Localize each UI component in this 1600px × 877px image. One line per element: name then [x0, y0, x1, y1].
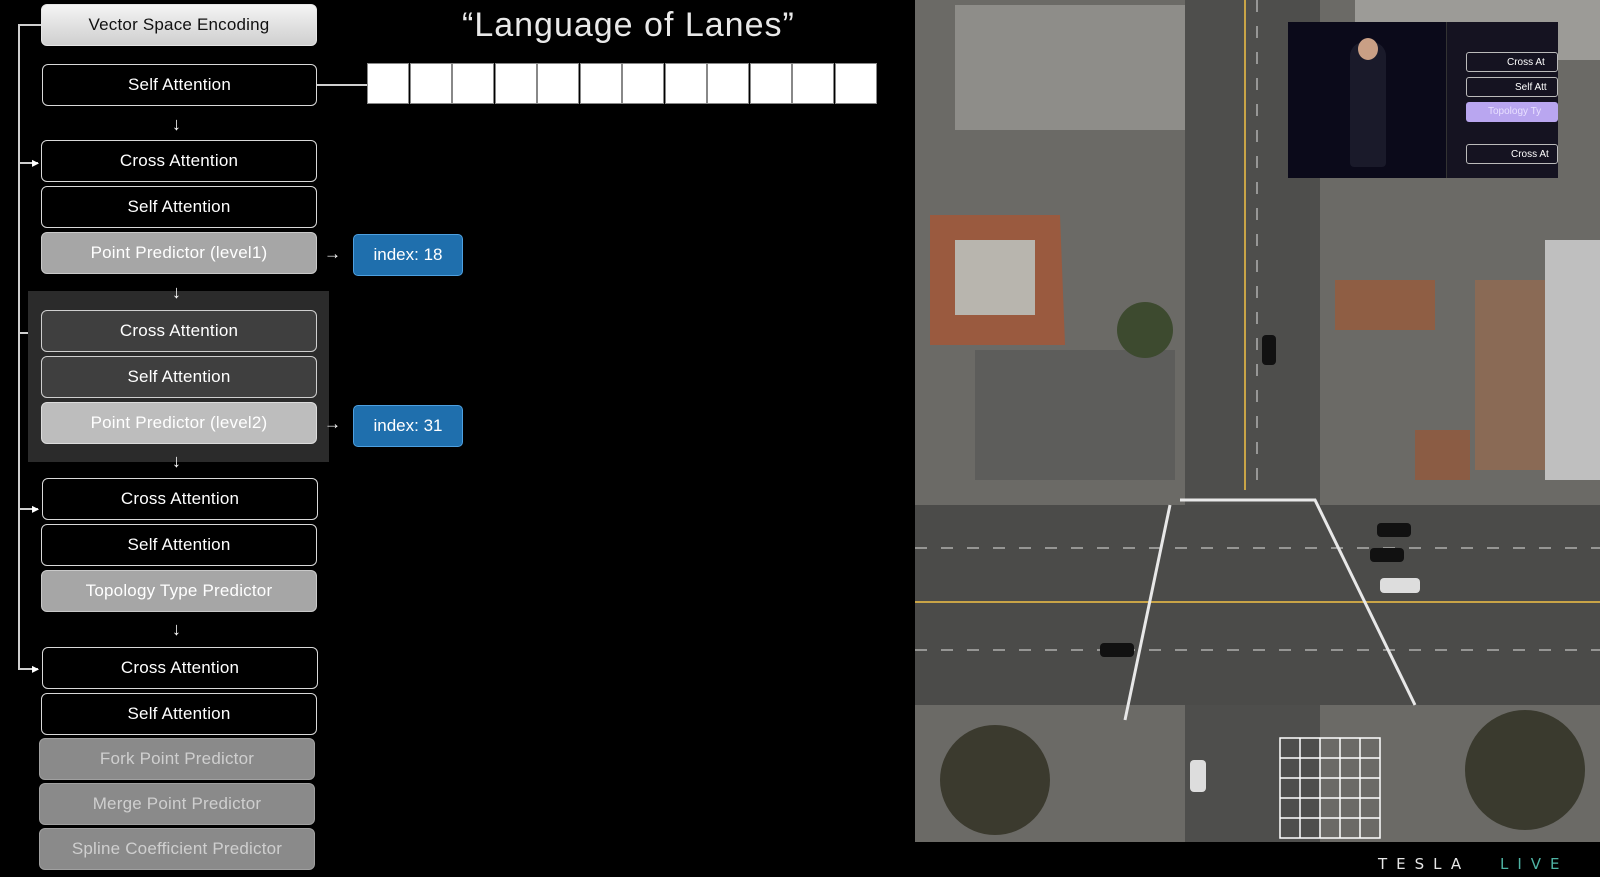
index-output-level2: index: 31	[353, 405, 463, 447]
cross-attention-block: Cross Attention	[41, 140, 317, 182]
self-attention-block: Self Attention	[41, 186, 317, 228]
vector-space-encoding-block: Vector Space Encoding	[41, 4, 317, 46]
token-cell	[367, 63, 409, 104]
feedback-arrow-4	[18, 668, 38, 670]
feedback-arrow-3	[18, 508, 38, 510]
arrow-down-icon: ↓	[172, 114, 181, 134]
presenter-head	[1358, 38, 1378, 60]
topology-type-predictor-block: Topology Type Predictor	[41, 570, 317, 612]
token-cell	[834, 63, 877, 104]
encoding-feedback-line	[18, 24, 20, 669]
self-attention-block: Self Attention	[42, 64, 317, 106]
token-connector-line	[317, 84, 367, 86]
index-output-level1: index: 18	[353, 234, 463, 276]
arrow-down-icon: ↓	[172, 619, 181, 639]
token-cell	[664, 63, 707, 104]
cross-attention-block: Cross Attention	[42, 478, 318, 520]
pip-diagram-block-highlight: Topology Ty	[1466, 102, 1558, 122]
presenter-figure	[1350, 42, 1386, 167]
presenter-video-inset: Cross At Self Att Topology Ty Cross At	[1288, 22, 1558, 178]
token-cell	[622, 63, 664, 104]
fork-point-predictor-block: Fork Point Predictor	[39, 738, 315, 780]
token-cell	[792, 63, 834, 104]
token-cell	[494, 63, 537, 104]
arrow-right-icon: →	[324, 414, 341, 433]
spline-coefficient-predictor-block: Spline Coefficient Predictor	[39, 828, 315, 870]
feedback-top-connector	[18, 24, 42, 26]
cross-attention-block: Cross Attention	[42, 647, 318, 689]
cross-attention-block: Cross Attention	[41, 310, 317, 352]
token-cell	[579, 63, 622, 104]
arrowhead-right-icon: ▸	[32, 660, 40, 676]
point-predictor-level1-block: Point Predictor (level1)	[41, 232, 317, 274]
slide-title: “Language of Lanes”	[462, 6, 795, 44]
pip-slide-panel	[1446, 22, 1558, 178]
token-cell	[409, 63, 452, 104]
pip-diagram-block: Cross At	[1466, 52, 1558, 72]
point-predictor-level2-block: Point Predictor (level2)	[41, 402, 317, 444]
live-logo: LIVE	[1500, 855, 1569, 873]
aerial-intersection-map	[915, 0, 1600, 842]
self-attention-block: Self Attention	[41, 693, 317, 735]
arrow-down-icon: ↓	[172, 451, 181, 471]
arrowhead-right-icon: ▸	[32, 154, 40, 170]
token-cell	[452, 63, 494, 104]
arrow-down-icon: ↓	[172, 282, 181, 302]
pip-diagram-block: Self Att	[1466, 77, 1558, 97]
token-cell	[537, 63, 579, 104]
tesla-logo: TESLA	[1378, 855, 1471, 873]
merge-point-predictor-block: Merge Point Predictor	[39, 783, 315, 825]
arrowhead-right-icon: ▸	[32, 500, 40, 516]
feedback-arrow-1	[18, 162, 38, 164]
token-cell	[707, 63, 749, 104]
token-cell	[749, 63, 792, 104]
self-attention-block: Self Attention	[41, 356, 317, 398]
self-attention-block: Self Attention	[41, 524, 317, 566]
arrow-right-icon: →	[324, 244, 341, 263]
pip-diagram-block: Cross At	[1466, 144, 1558, 164]
